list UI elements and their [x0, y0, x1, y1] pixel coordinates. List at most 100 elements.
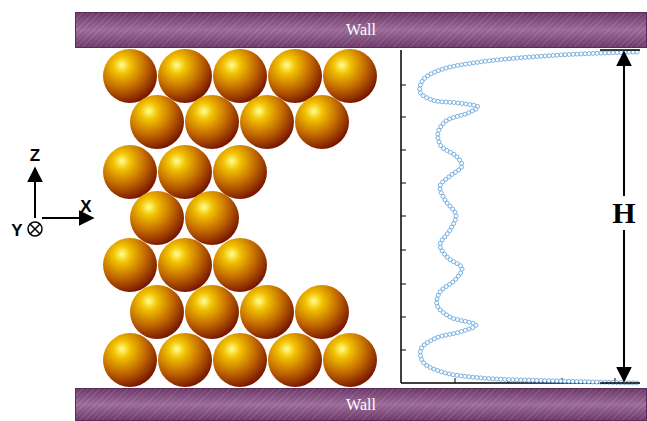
- profile-point: [463, 328, 467, 332]
- dimension-label: H: [611, 196, 636, 230]
- axis-into-page: [30, 224, 40, 234]
- profile-point: [495, 377, 499, 381]
- profile-point: [535, 55, 539, 59]
- profile-point: [491, 58, 495, 62]
- profile-point: [519, 56, 523, 60]
- axis-arrow: [34, 168, 36, 218]
- profile-point: [456, 101, 460, 105]
- profile-point: [452, 317, 456, 321]
- profile-point: [615, 51, 619, 55]
- wall-band: Wall: [75, 388, 647, 421]
- profile-point: [575, 52, 579, 56]
- particle: [130, 95, 184, 149]
- particle: [103, 238, 157, 292]
- profile-point: [460, 102, 464, 106]
- axis-tick: [401, 284, 406, 285]
- particle: [268, 49, 322, 103]
- particle-spheres: [103, 49, 377, 387]
- profile-point: [531, 55, 535, 59]
- profile-point: [559, 379, 563, 383]
- profile-point: [447, 372, 451, 376]
- profile-point: [583, 380, 587, 384]
- particle: [295, 95, 349, 149]
- profile-point: [448, 65, 452, 69]
- profile-point: [438, 183, 442, 187]
- axis-tick: [401, 350, 406, 351]
- particle: [185, 191, 239, 245]
- profile-point: [551, 53, 555, 57]
- axis-label: X: [80, 198, 91, 215]
- profile-point: [437, 128, 441, 132]
- profile-point: [440, 100, 444, 104]
- profile-point: [519, 378, 523, 382]
- profile-point: [467, 375, 471, 379]
- axis-label: Y: [11, 222, 22, 239]
- profile-point: [571, 52, 575, 56]
- profile-point: [487, 59, 491, 63]
- profile-point: [463, 319, 467, 323]
- profile-point: [523, 378, 527, 382]
- profile-point: [467, 62, 471, 66]
- profile-point: [507, 57, 511, 61]
- particle: [240, 95, 294, 149]
- profile-point: [579, 380, 583, 384]
- profile-point: [475, 60, 479, 64]
- profile-point: [432, 99, 436, 103]
- profile-point: [440, 334, 444, 338]
- profile-point: [503, 57, 507, 61]
- particle: [130, 285, 184, 339]
- profile-point: [587, 52, 591, 56]
- profile-point: [563, 53, 567, 57]
- profile-point: [475, 376, 479, 380]
- profile-point: [591, 380, 595, 384]
- profile-point: [459, 374, 463, 378]
- axis-tick: [401, 317, 406, 318]
- profile-point: [468, 103, 472, 107]
- profile-point: [471, 61, 475, 65]
- profile-point: [587, 380, 591, 384]
- profile-point: [456, 331, 460, 335]
- profile-point: [483, 376, 487, 380]
- profile-curve: [420, 52, 637, 383]
- particle: [185, 285, 239, 339]
- particle: [213, 145, 267, 199]
- axis-tick: [455, 378, 456, 383]
- particle: [268, 333, 322, 387]
- profile-point: [435, 297, 439, 301]
- dimension-tick: [600, 382, 640, 384]
- particle: [158, 238, 212, 292]
- particle: [103, 145, 157, 199]
- wall-label: Wall: [346, 21, 376, 39]
- particle: [103, 49, 157, 103]
- profile-point: [583, 52, 587, 56]
- profile-point: [555, 379, 559, 383]
- profile-point: [499, 377, 503, 381]
- profile-point: [483, 59, 487, 63]
- profile-point: [535, 378, 539, 382]
- profile-point: [444, 333, 448, 337]
- profile-point: [503, 377, 507, 381]
- axis-arrow: [42, 217, 93, 219]
- dimension-tick: [600, 49, 640, 51]
- profile-point: [438, 241, 442, 245]
- profile-point: [460, 63, 464, 67]
- profile-point: [435, 301, 439, 305]
- profile-point: [459, 113, 463, 117]
- profile-point: [452, 64, 456, 68]
- profile-point: [467, 320, 471, 324]
- profile-point: [436, 99, 440, 103]
- profile-point: [539, 54, 543, 58]
- profile-point: [452, 332, 456, 336]
- profile-point: [452, 101, 456, 105]
- profile-point: [439, 370, 443, 374]
- particle: [295, 285, 349, 339]
- particle: [158, 333, 212, 387]
- axis-label: Z: [30, 147, 40, 164]
- profile-point: [599, 51, 603, 55]
- profile-point: [575, 379, 579, 383]
- particle: [213, 49, 267, 103]
- profile-point: [463, 374, 467, 378]
- particle: [130, 191, 184, 245]
- profile-point: [543, 379, 547, 383]
